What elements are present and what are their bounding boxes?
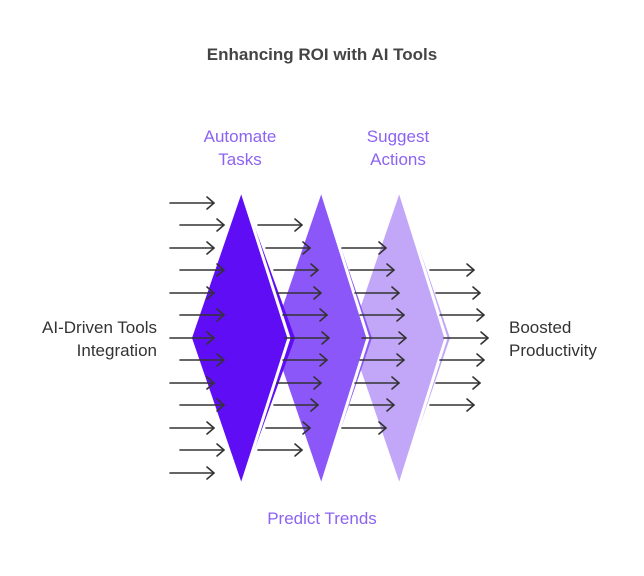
output-label-line1: Boosted [509,318,572,337]
arrow-icon [429,398,475,412]
stage-2-label: Predict Trends [222,507,422,530]
input-label: AI-Driven Tools Integration [10,316,157,362]
arrow-icon [435,286,481,300]
stage-3-label-line1: Suggest [366,127,430,146]
arrow-icon [443,331,489,345]
arrow-icon [169,241,215,255]
arrow-icon [257,443,303,457]
diagram-title: Enhancing ROI with AI Tools [206,45,438,64]
arrow-icon [169,421,215,435]
arrow-icon [169,196,215,210]
arrow-icon [179,218,225,232]
stage-3-label: Suggest Actions [338,125,458,171]
arrow-icon [179,443,225,457]
stage-1-label: Automate Tasks [180,125,300,171]
input-label-line2: Integration [76,341,157,360]
arrow-icon [439,308,485,322]
stage-1-label-line1: Automate [203,127,277,146]
stage-2-label-line1: Predict Trends [267,509,377,528]
output-label: Boosted Productivity [509,316,639,362]
stage-1-label-line2: Tasks [218,150,262,169]
input-label-line1: AI-Driven Tools [42,318,157,337]
output-label-line2: Productivity [509,341,597,360]
arrow-icon [439,353,485,367]
arrow-icon [435,376,481,390]
arrow-icon [257,218,303,232]
arrow-icon [429,263,475,277]
arrow-icon [169,466,215,480]
stage-3-label-line2: Actions [370,150,426,169]
